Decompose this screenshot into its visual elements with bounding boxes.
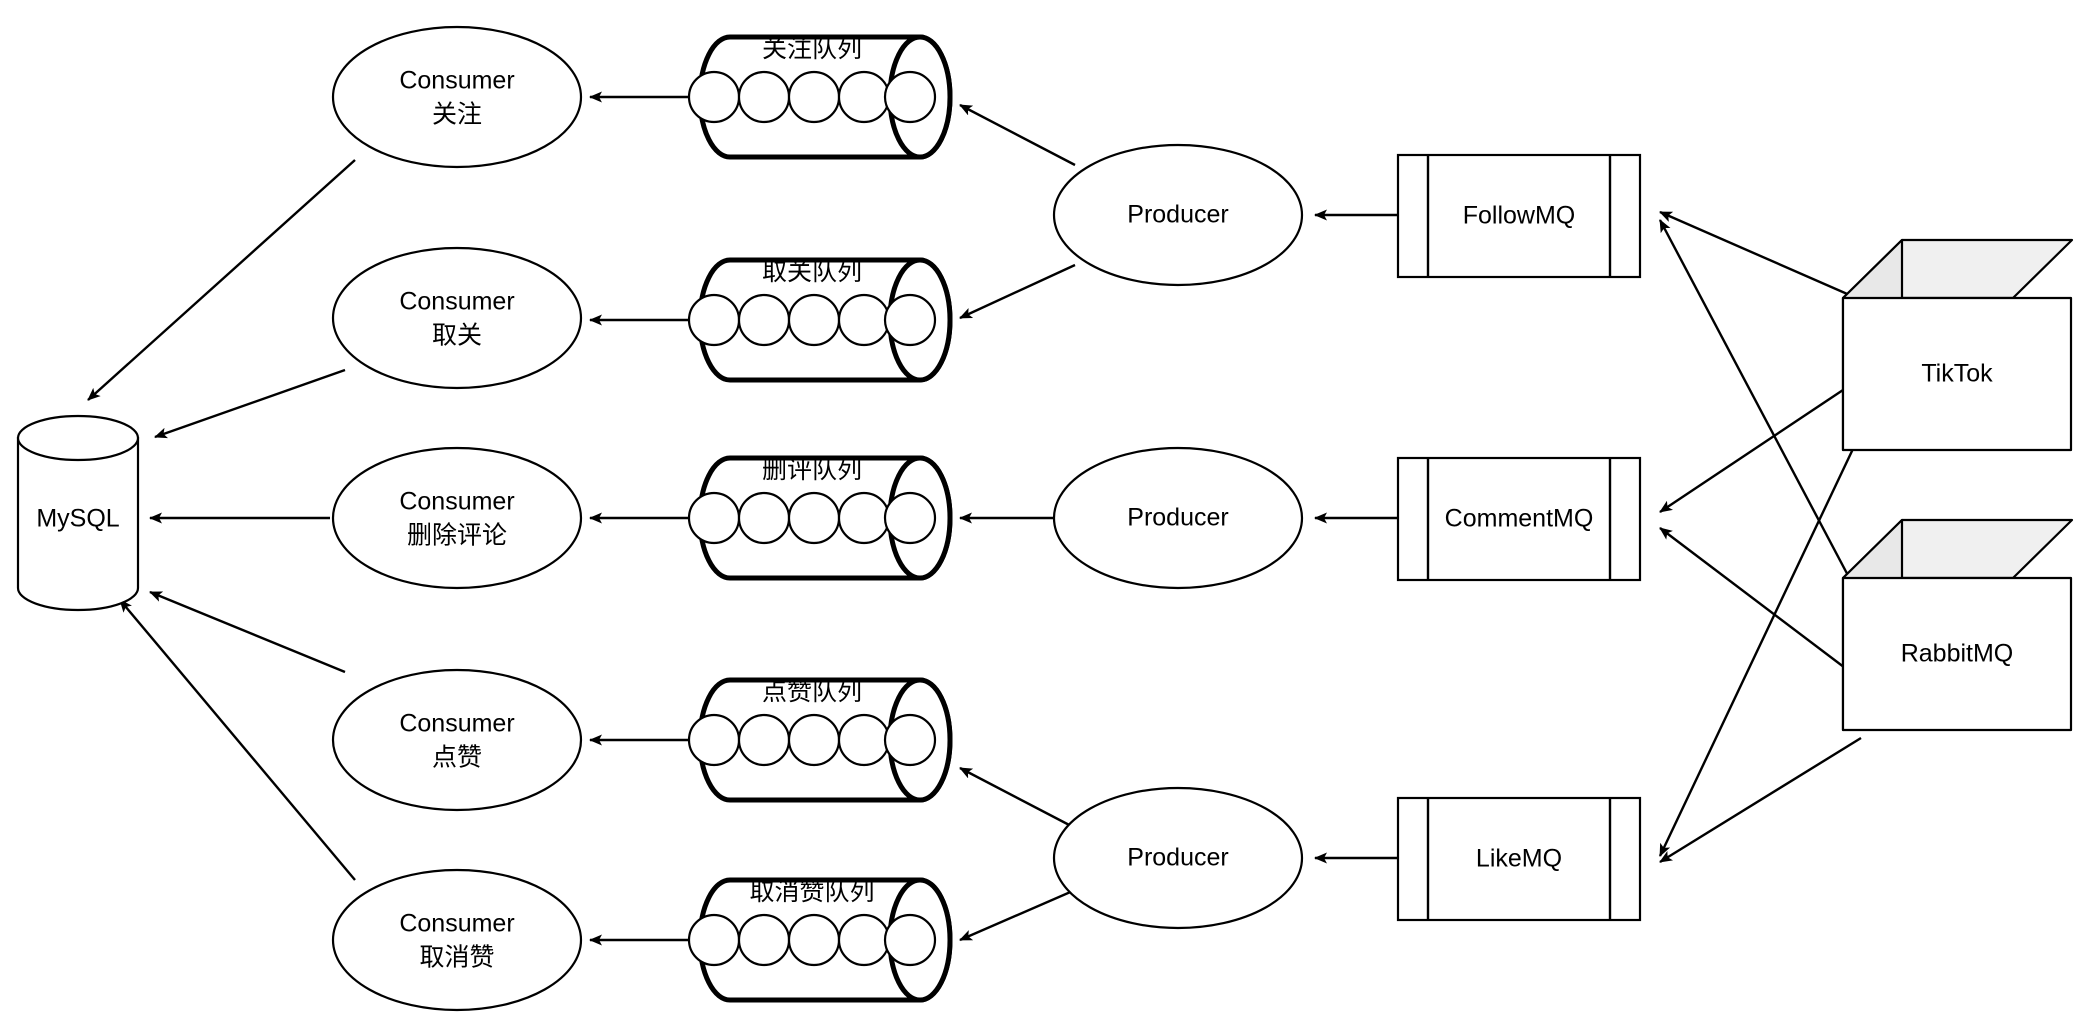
queue-unlike-slots [687,913,937,967]
consumer-like[interactable]: Consumer 点赞 [331,668,583,812]
consumer-delete-comment-label-line1: Consumer [399,488,514,516]
consumer-follow-label-line1: Consumer [399,67,514,95]
queue-like-label: 点赞队列 [762,678,862,706]
broker-likemq-box [1396,796,1642,922]
queue-unlike-label: 取消赞队列 [749,878,874,906]
edges-source-to-broker [1658,210,1863,864]
edge-rabbitmq-to-followmq [1658,219,1863,601]
producer-follow-label: Producer [1127,201,1228,229]
producer-comment[interactable]: Producer [1052,446,1304,590]
edge-consumer-like-to-mysql [149,590,346,674]
queue-like[interactable]: 点赞队列 [687,677,953,803]
producer-comment-label: Producer [1127,504,1228,532]
source-tiktok-label: TikTok [1921,360,1993,388]
mysql-cylinder-top [16,414,140,462]
producer-follow[interactable]: Producer [1052,143,1304,287]
broker-followmq[interactable]: FollowMQ [1396,153,1642,279]
consumer-unfollow-ellipse [331,246,583,390]
consumer-delete-comment[interactable]: Consumer 删除评论 [331,446,583,590]
edges-consumer-to-mysql [87,159,356,881]
consumer-like-label-line2: 点赞 [432,744,482,772]
consumer-follow[interactable]: Consumer 关注 [331,25,583,169]
consumer-like-ellipse [331,668,583,812]
edge-producer-like-to-queue-unlike [959,888,1076,942]
edge-tiktok-to-followmq [1659,210,1862,302]
producer-like[interactable]: Producer [1052,786,1304,930]
edge-producer-follow-to-queue-follow [959,103,1076,167]
queue-follow-slots [687,70,937,124]
queue-follow-label: 关注队列 [762,35,862,63]
edges-broker-to-producer [1314,209,1398,864]
queue-unfollow[interactable]: 取关队列 [687,257,953,383]
queue-follow[interactable]: 关注队列 [687,34,953,160]
producer-comment-ellipse [1052,446,1304,590]
queue-delete-comment-slots [687,491,937,545]
edges-producer-to-queue [959,103,1076,942]
consumer-unfollow-label-line1: Consumer [399,288,514,316]
queue-unfollow-slots [687,293,937,347]
consumer-unfollow[interactable]: Consumer 取关 [331,246,583,390]
queue-unlike[interactable]: 取消赞队列 [687,877,953,1003]
mysql-cylinder-body [16,436,140,612]
mysql-label: MySQL [36,505,119,533]
source-rabbitmq[interactable]: RabbitMQ [1841,518,2074,732]
broker-likemq[interactable]: LikeMQ [1396,796,1642,922]
consumer-unlike-ellipse [331,868,583,1012]
source-rabbitmq-label: RabbitMQ [1901,640,2014,668]
queue-like-slots [687,713,937,767]
source-tiktok-front-face [1841,296,2073,452]
consumer-follow-label-line2: 关注 [432,101,482,129]
edge-tiktok-to-likemq [1658,431,1863,857]
consumer-follow-ellipse [331,25,583,169]
source-rabbitmq-front-face [1841,576,2073,732]
broker-followmq-label: FollowMQ [1463,202,1576,230]
queue-unfollow-label: 取关队列 [762,258,862,286]
edge-rabbitmq-to-likemq [1659,736,1862,864]
consumer-unfollow-label-line2: 取关 [432,322,482,350]
consumer-unlike-label-line2: 取消赞 [419,944,494,972]
queue-delete-comment[interactable]: 删评队列 [687,455,953,581]
edge-tiktok-to-commentmq [1659,377,1862,513]
edge-producer-follow-to-queue-unfollow [959,263,1076,320]
consumer-delete-comment-label-line2: 删除评论 [407,522,507,550]
edge-rabbitmq-to-commentmq [1659,527,1862,681]
broker-followmq-box [1396,153,1642,279]
consumer-unlike[interactable]: Consumer 取消赞 [331,868,583,1012]
edge-consumer-unlike-to-mysql [119,599,356,881]
edge-consumer-unfollow-to-mysql [154,368,346,439]
consumer-delete-comment-ellipse [331,446,583,590]
edges-queue-to-consumer [589,91,690,946]
producer-like-label: Producer [1127,844,1228,872]
edge-producer-like-to-queue-like [959,766,1076,830]
producer-follow-ellipse [1052,143,1304,287]
queue-delete-comment-label: 删评队列 [762,456,862,484]
producer-like-ellipse [1052,786,1304,930]
broker-commentmq-label: CommentMQ [1445,505,1594,533]
consumer-unlike-label-line1: Consumer [399,910,514,938]
edge-consumer-follow-to-mysql [87,159,356,401]
broker-commentmq-box [1396,456,1642,582]
broker-likemq-label: LikeMQ [1476,845,1562,873]
mysql-database[interactable]: MySQL [16,414,140,612]
consumer-like-label-line1: Consumer [399,710,514,738]
broker-commentmq[interactable]: CommentMQ [1396,456,1642,582]
source-tiktok[interactable]: TikTok [1841,238,2074,452]
